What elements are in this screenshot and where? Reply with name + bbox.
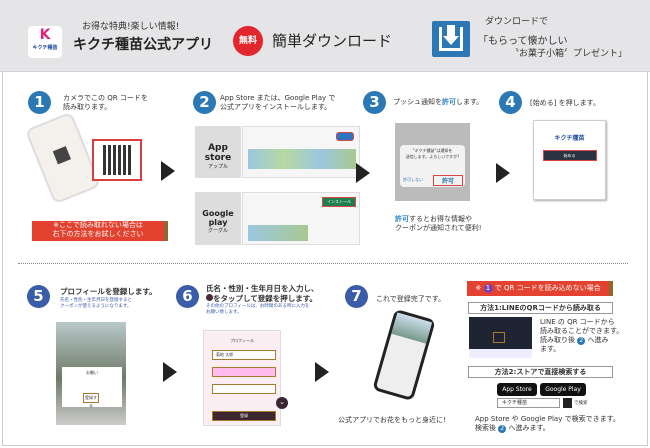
google-play-badge[interactable]: Google Play — [540, 383, 586, 396]
method-1-title: 方法1:LINEのQRコードから読み取る — [468, 302, 613, 314]
name-field[interactable]: 菊地 太郎 — [212, 350, 276, 360]
step-5-sub: 氏名・性別・生年月日を登録すると クーポンが使えるようになります。 — [60, 298, 132, 309]
download-icon — [432, 21, 470, 57]
tagline: お得な特典!楽しい情報! — [82, 22, 180, 32]
step-7-caption: 公式アプリでお花をもっと身近に! — [338, 416, 446, 424]
app-store-screenshot — [242, 126, 360, 178]
logo-text: キクチ種苗 — [32, 45, 58, 51]
qr-fallback-note: ※ここで読み取れない場合は 右下の方法をお試しください — [32, 221, 168, 241]
search-label: で検索 — [574, 401, 588, 406]
step-5-text: プロフィールを登録します。 — [60, 287, 157, 296]
start-screen: キクチ種苗 始める — [533, 120, 606, 200]
step-4-badge: 4 — [499, 91, 522, 114]
promo-line3: 〝お菓子小箱〞プレゼント」 — [510, 49, 628, 59]
step-1-badge: 1 — [28, 91, 51, 114]
app-store-sub: アップル — [207, 164, 228, 170]
step-3-text: プッシュ通知を許可します。 — [393, 98, 484, 106]
easy-download: 簡単ダウンロード — [272, 32, 393, 50]
step-5-badge: 5 — [27, 285, 50, 308]
next-arrow — [315, 362, 329, 382]
fallback-banner: ※ 1 で QR コードを読み込めない場合 — [467, 281, 613, 296]
profile-prompt-screen: お願い 登録する — [56, 322, 126, 425]
line-qr-screenshot — [469, 317, 532, 358]
step-7-text: これで登録完了です。 — [376, 295, 446, 303]
step-6-text2: をタップして登録を押します。 — [206, 294, 317, 303]
chevron-down-icon: ⌄ — [276, 397, 288, 409]
step-7-badge: 7 — [345, 285, 368, 308]
install-button: インストール — [322, 197, 356, 207]
app-logo: K キクチ種苗 — [28, 26, 62, 58]
divider — [18, 263, 628, 264]
allow-button: 許可 — [433, 175, 463, 186]
search-icon — [563, 398, 572, 408]
free-badge: 無料 — [233, 26, 263, 56]
google-play-sub: グーグル — [207, 228, 228, 234]
step-6-text1: 氏名・性別・生年月日を入力し、 — [206, 284, 319, 293]
header: K キクチ種苗 お得な特典!楽しい情報! キクチ種苗公式アプリ 無料 簡単ダウン… — [0, 0, 650, 72]
deny-button: 許可しない — [403, 177, 423, 182]
start-button: 始める — [542, 150, 597, 161]
next-arrow — [163, 362, 177, 382]
promo-line1: ダウンロードで — [485, 17, 549, 27]
step-3-badge: 3 — [363, 91, 386, 114]
promo-line2: 「もらって懐かしい — [478, 36, 568, 47]
app-store-title: App store — [204, 143, 232, 163]
content-frame — [2, 72, 648, 446]
google-play-screenshot: インストール — [242, 192, 360, 245]
next-arrow — [161, 161, 175, 181]
method-2-caption: App Store や Google Play で検索できます。 検索後 2 へ… — [475, 415, 620, 433]
step-1-text: カメラでこの QR コードを 読み取ります。 — [63, 94, 148, 111]
profile-form: プロフィール 菊地 太郎 登録 ⌄ — [203, 330, 288, 426]
next-arrow — [356, 163, 370, 183]
birthday-select[interactable] — [212, 384, 276, 394]
step-2-badge: 2 — [193, 91, 216, 114]
submit-button[interactable]: 登録 — [212, 411, 276, 421]
step-6-sub: その他のプロフィールは、お時間のある時に入力を お願い致します。 — [206, 304, 310, 315]
app-store-badge[interactable]: App Store — [497, 383, 537, 396]
step-4-text: [始める] を押します。 — [530, 99, 600, 107]
app-name: キクチ種苗公式アプリ — [73, 37, 213, 53]
gender-field[interactable] — [212, 367, 276, 377]
register-prompt-button: 登録する — [83, 393, 99, 408]
notification-dialog: "キクチ種苗"は通知を 送信します。よろしいですか? 許可しない 許可 — [395, 123, 470, 201]
form-title: プロフィール — [230, 338, 254, 343]
qr-code — [92, 139, 142, 181]
start-logo: キクチ種苗 — [554, 135, 585, 142]
store-search-input[interactable]: キクチ種苗 — [497, 398, 560, 408]
dialog-title: "キクチ種苗"は通知を 送信します。よろしいですか? — [400, 145, 465, 187]
step-3-caption: 許可するとお得な情報や クーポンが通知されて便利! — [395, 215, 482, 232]
next-arrow — [496, 163, 510, 183]
google-play-title: Google play — [202, 209, 234, 227]
step-2-text: App Store または、Google Play で 公式アプリをインストール… — [220, 94, 336, 111]
method-2-title: 方法2:ストアで直接検索する — [468, 366, 613, 378]
step-6-badge: 6 — [176, 285, 199, 308]
method-1-text: LINE の QR コードから 読み取ることができます。 読み取り後 2 へ進み… — [540, 318, 624, 353]
